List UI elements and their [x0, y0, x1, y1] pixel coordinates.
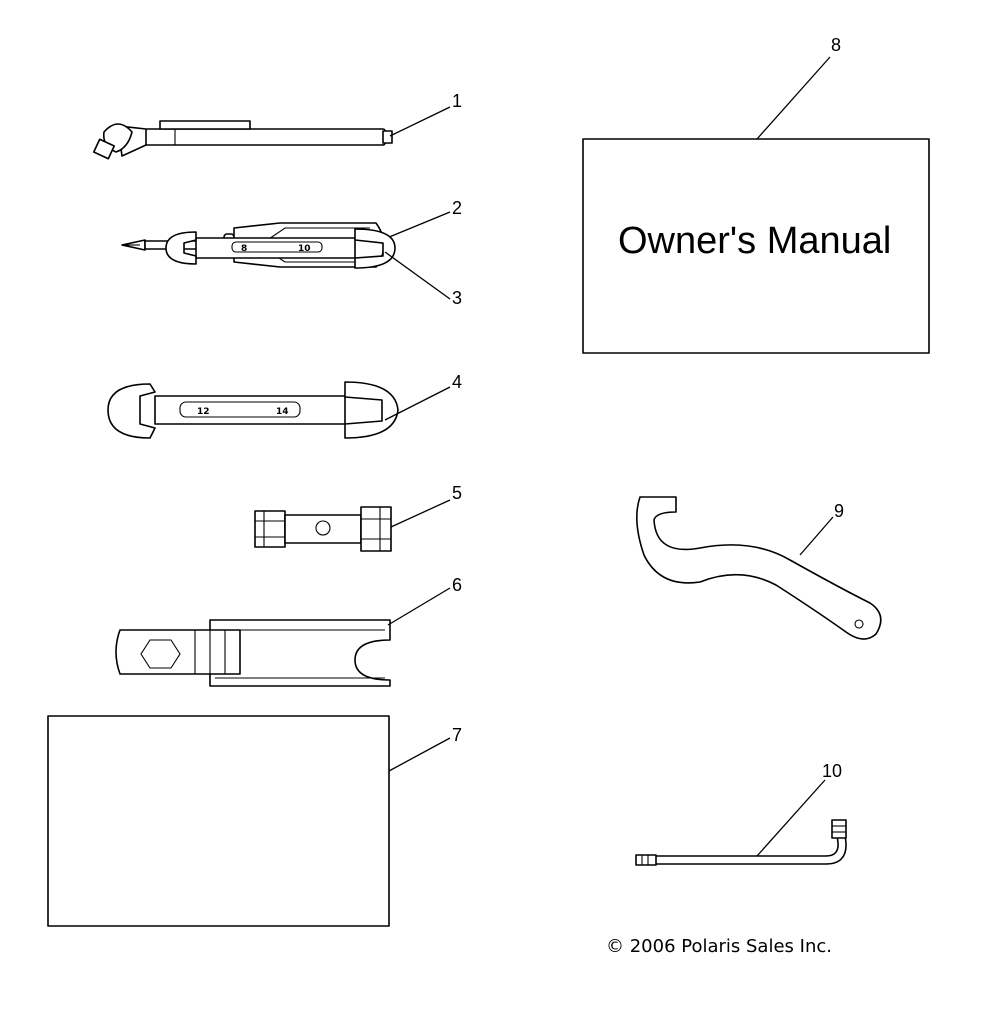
callout-2: 2 — [381, 198, 462, 241]
callout-1: 1 — [389, 91, 462, 137]
callout-label: 3 — [452, 288, 462, 308]
callout-label: 1 — [452, 91, 462, 111]
callout-label: 2 — [452, 198, 462, 218]
open-end-wrench-large-icon: 12 14 — [107, 381, 399, 439]
callout-label: 6 — [452, 575, 462, 595]
callout-label: 9 — [834, 501, 844, 521]
callout-5: 5 — [390, 483, 462, 528]
tool-pouch-icon — [47, 715, 390, 927]
callout-label: 5 — [452, 483, 462, 503]
callout-4: 4 — [384, 372, 462, 421]
torx-key-icon — [635, 819, 847, 866]
callout-3: 3 — [384, 251, 462, 308]
callout-7: 7 — [388, 725, 462, 772]
callout-10: 10 — [756, 761, 842, 857]
callout-9: 9 — [799, 501, 844, 556]
owners-manual-icon: Owner's Manual — [582, 138, 930, 354]
callout-label: 8 — [831, 35, 841, 55]
spark-plug-wrench-handle-icon — [115, 619, 391, 687]
manual-title: Owner's Manual — [618, 220, 891, 262]
copyright-notice: © 2006 Polaris Sales Inc. — [606, 936, 832, 957]
spark-plug-socket-icon — [254, 506, 392, 552]
open-end-wrench-small-icon: 8 10 — [165, 228, 396, 269]
tire-pressure-gauge-icon — [92, 120, 393, 160]
callout-label: 4 — [452, 372, 462, 392]
stamp-10: 10 — [298, 244, 311, 254]
callout-label: 10 — [822, 761, 842, 781]
callout-8: 8 — [756, 35, 841, 140]
stamp-8: 8 — [241, 244, 247, 254]
stamp-12: 12 — [197, 407, 210, 417]
spanner-wrench-icon — [636, 496, 882, 640]
callout-label: 7 — [452, 725, 462, 745]
stamp-14: 14 — [276, 407, 289, 417]
callout-6: 6 — [387, 575, 462, 626]
